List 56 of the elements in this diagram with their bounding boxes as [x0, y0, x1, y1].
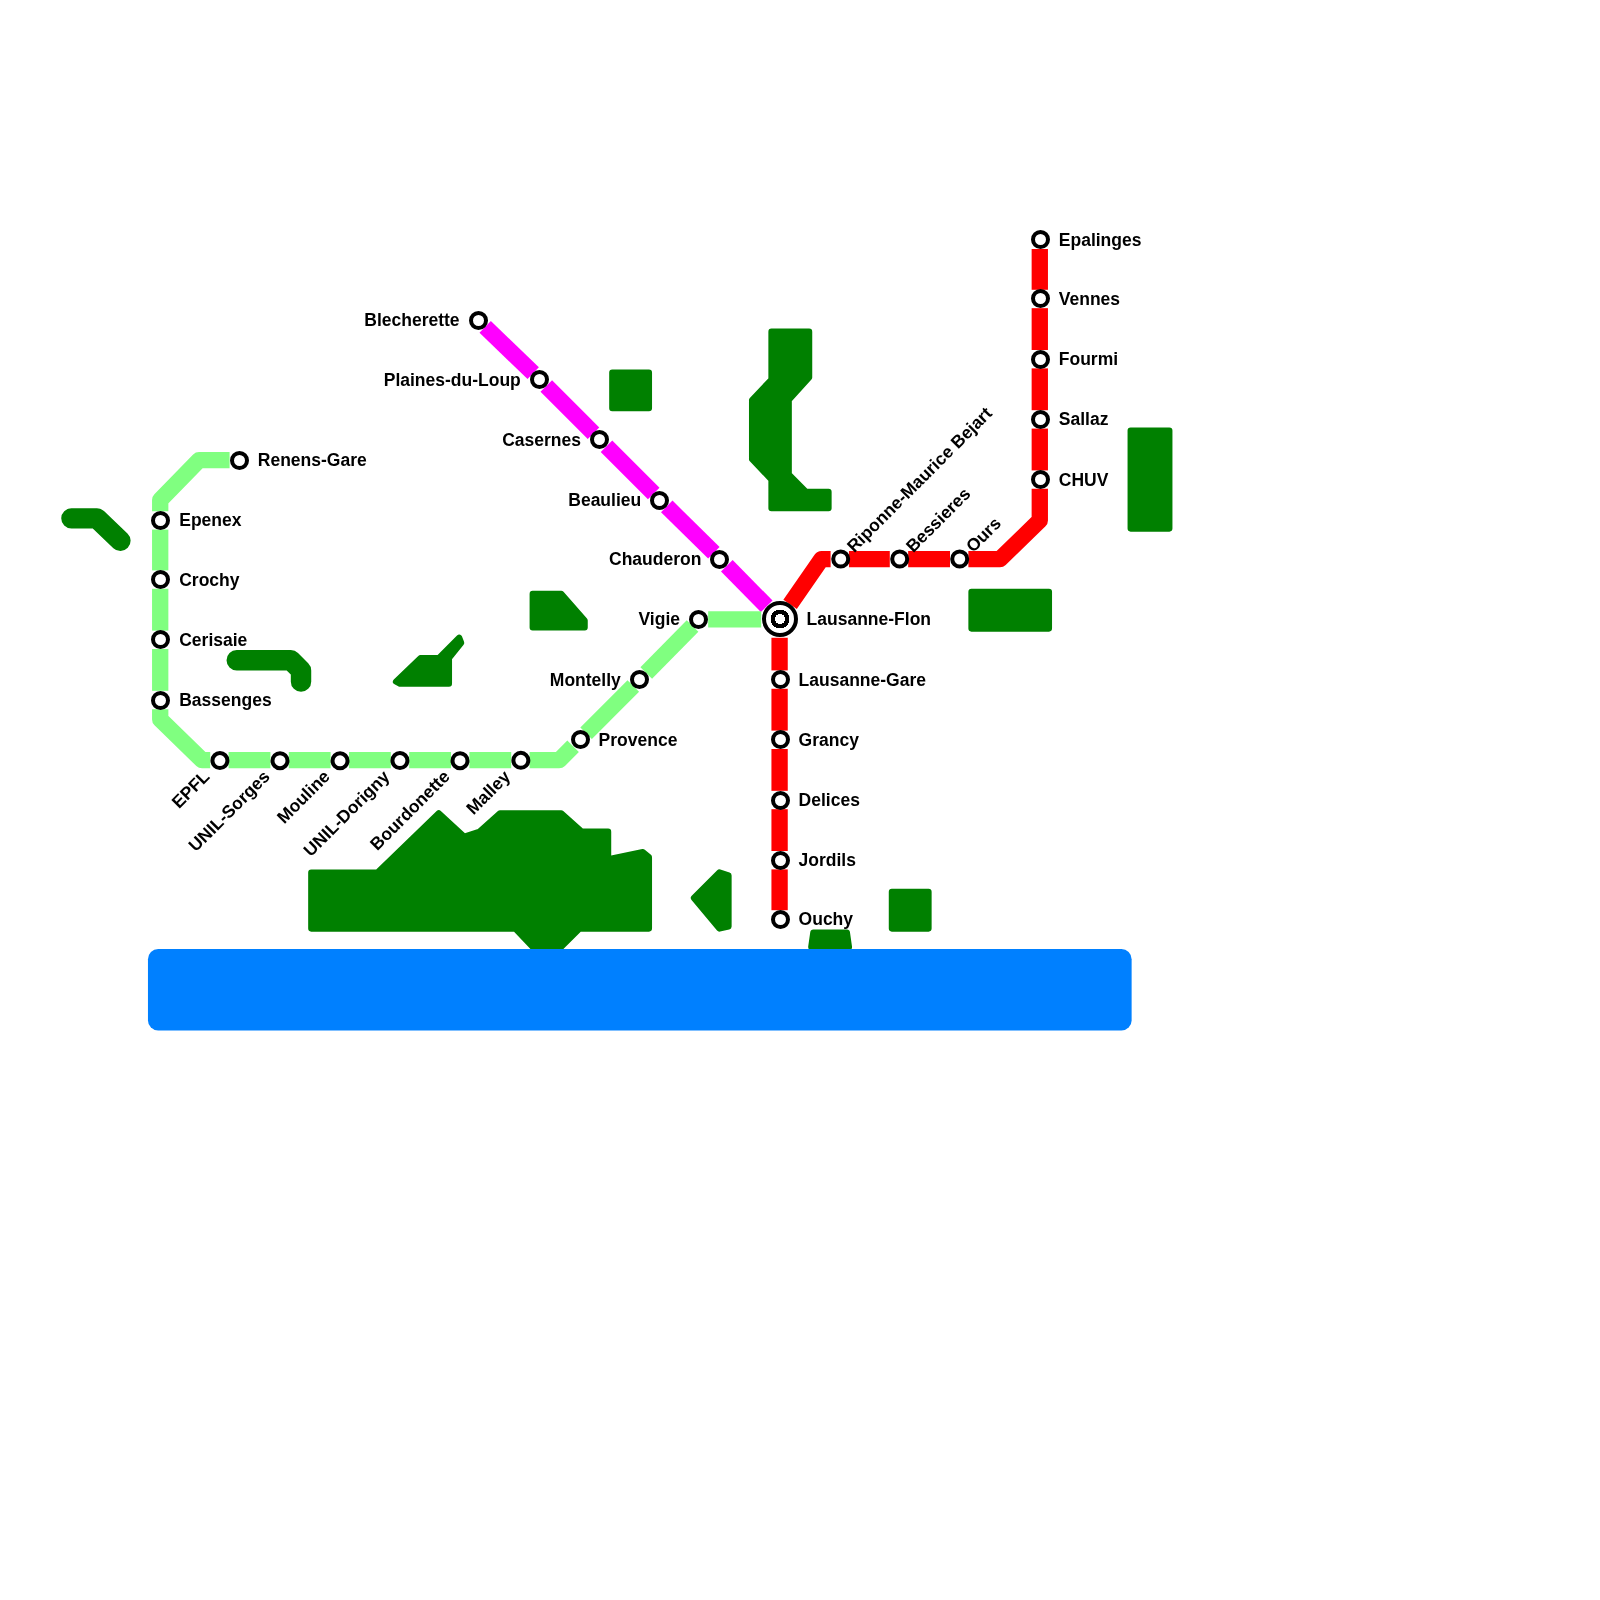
- metro-line: [580, 680, 640, 740]
- station-label: Delices: [798, 790, 860, 810]
- station-label: Plaines-du-Loup: [383, 369, 521, 390]
- metro-line: [771, 869, 788, 911]
- station-label: Crochy: [179, 569, 240, 590]
- metro-line: [1031, 249, 1048, 290]
- metro-line: [771, 749, 788, 791]
- station-label: Bassenges: [179, 690, 272, 710]
- metro-line: [708, 611, 762, 628]
- metro-line: [152, 649, 169, 691]
- metro-line: [228, 752, 271, 769]
- metro-line: [968, 488, 1048, 568]
- station-label: Blecherette: [364, 310, 460, 331]
- station-label: Chauderon: [609, 549, 702, 570]
- metro-line: [661, 500, 720, 559]
- station-label: Lausanne-Gare: [798, 669, 926, 690]
- station-label: Epalinges: [1058, 229, 1142, 250]
- metro-line: [529, 740, 579, 769]
- metro-line: [152, 709, 211, 769]
- station-label: Beaulieu: [568, 490, 642, 510]
- station-label: Vennes: [1058, 288, 1121, 309]
- station-label: Ouchy: [798, 909, 854, 930]
- metro-line: [600, 440, 660, 500]
- metro-line: [771, 637, 788, 671]
- metro-line: [1031, 368, 1048, 411]
- station-label: Vigie: [638, 609, 680, 630]
- metro-line: [640, 620, 699, 679]
- metro-line: [771, 688, 788, 731]
- station-label: Montelly: [549, 669, 621, 690]
- metro-line: [849, 551, 890, 568]
- metro-line: [479, 320, 539, 380]
- metro-line: [783, 551, 831, 609]
- metro-line: [409, 752, 451, 769]
- metro-line: [1031, 428, 1048, 471]
- metro-line: [288, 752, 331, 769]
- station-label: Renens-Gare: [257, 450, 367, 471]
- metro-line: [540, 380, 600, 440]
- station-label: Cerisaie: [179, 629, 248, 650]
- station-label: Lausanne-Flon: [806, 609, 932, 630]
- station-label: Casernes: [502, 429, 581, 450]
- metro-line: [469, 752, 512, 769]
- metro-line: [152, 452, 230, 512]
- station-label: Fourmi: [1058, 349, 1119, 370]
- metro-line: [349, 752, 391, 769]
- station-label: Sallaz: [1058, 409, 1109, 430]
- metro-line: [152, 529, 169, 571]
- metro-line: [721, 560, 773, 613]
- station-label: CHUV: [1058, 469, 1109, 490]
- metro-line: [1031, 308, 1048, 350]
- station-label: Jordils: [798, 850, 856, 871]
- station-label: Provence: [598, 729, 678, 750]
- metro-line: [152, 588, 169, 631]
- metro-line: [908, 551, 950, 568]
- metro-line: [771, 809, 788, 851]
- station-label: Epenex: [179, 510, 242, 531]
- station-label: Grancy: [798, 729, 859, 750]
